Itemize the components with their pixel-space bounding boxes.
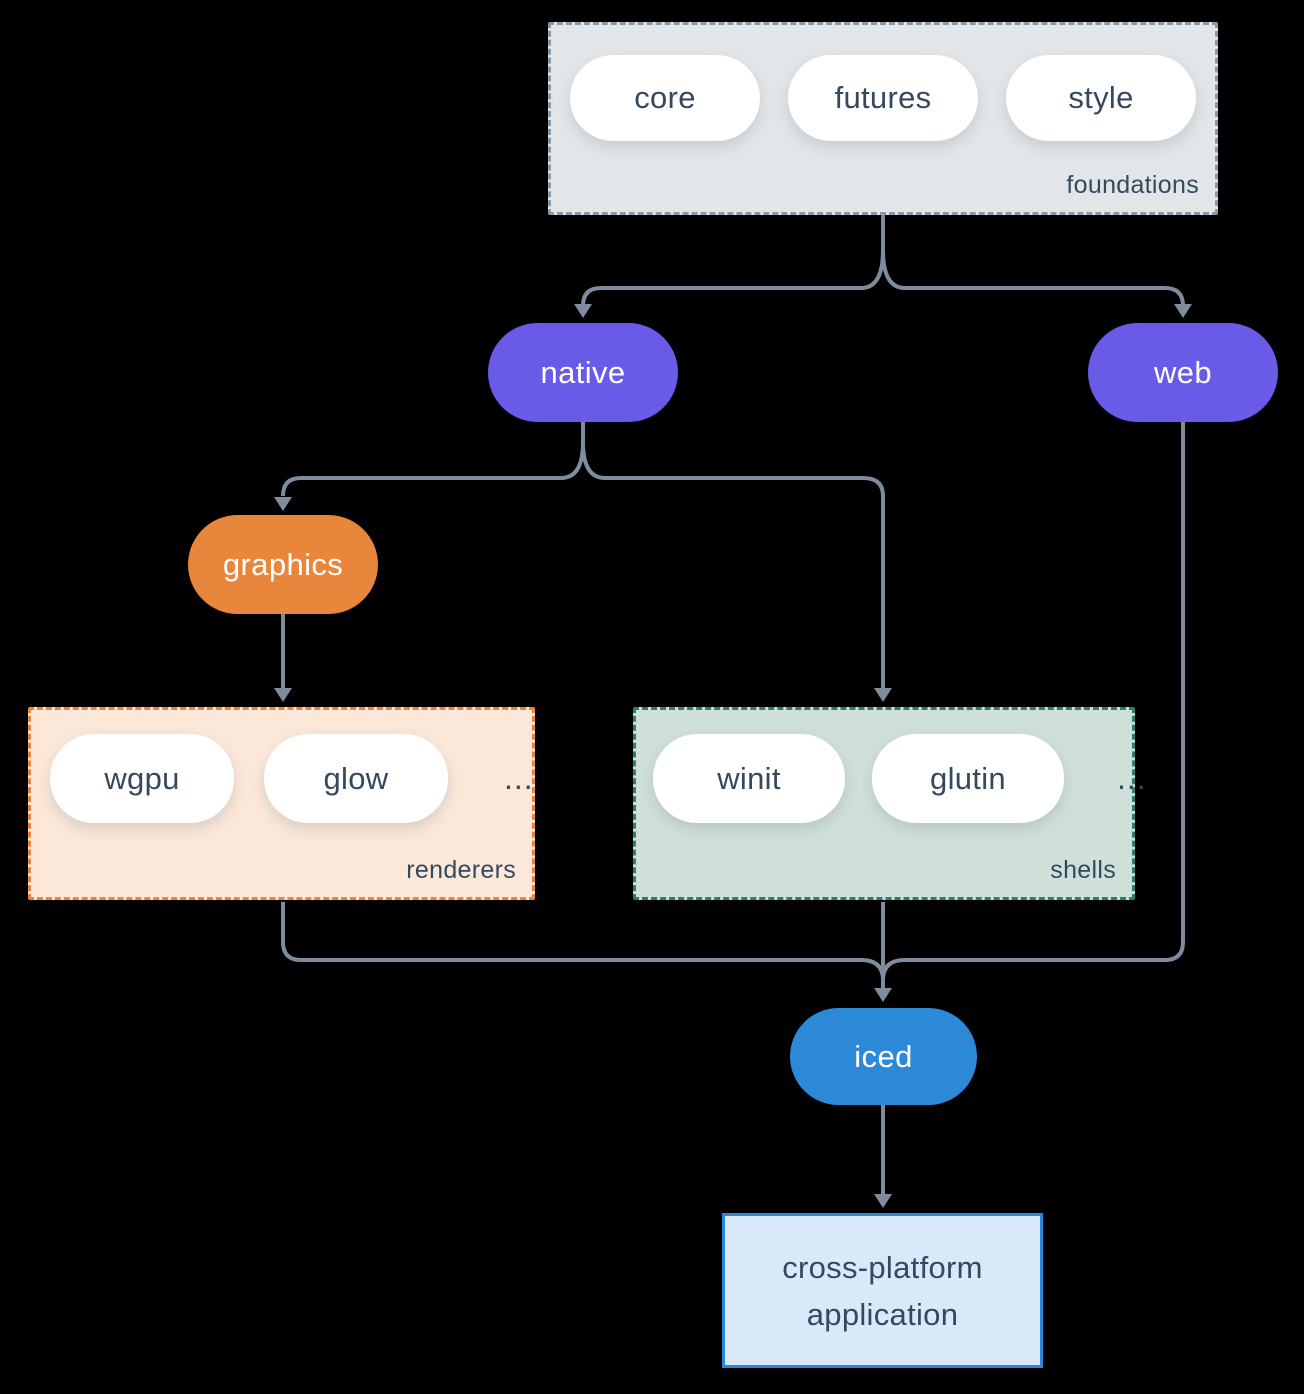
app-label-line2: application — [806, 1296, 959, 1332]
arrowhead-iced — [874, 988, 892, 1002]
pill-core: core — [570, 55, 760, 141]
node-web: web — [1088, 323, 1278, 422]
renderers-pill-row: wgpu glow ... — [50, 734, 534, 823]
arrowhead-graphics — [274, 497, 292, 511]
renderers-label: renderers — [406, 856, 516, 884]
edge-web-iced — [881, 422, 1185, 981]
shells-pill-row: winit glutin ... — [653, 734, 1147, 823]
node-cross-platform-application: cross-platform application — [722, 1213, 1043, 1368]
pill-style: style — [1006, 55, 1196, 141]
group-foundations: core futures style foundations — [548, 22, 1218, 215]
edge-foundations-native — [581, 249, 885, 307]
arrowhead-app — [874, 1194, 892, 1208]
node-iced: iced — [790, 1008, 977, 1105]
foundations-pill-row: core futures style — [570, 55, 1196, 141]
node-native: native — [488, 323, 678, 422]
pill-wgpu: wgpu — [50, 734, 234, 823]
pill-glow: glow — [264, 734, 448, 823]
arrowhead-shells — [874, 688, 892, 702]
group-shells: winit glutin ... shells — [633, 707, 1146, 900]
foundations-label: foundations — [1066, 171, 1199, 199]
shells-ellipsis: ... — [1117, 760, 1147, 796]
edge-native-graphics — [281, 441, 585, 497]
shells-label: shells — [1050, 856, 1116, 884]
group-renderers: wgpu glow ... renderers — [28, 707, 535, 900]
arrowhead-web — [1174, 304, 1192, 318]
pill-glutin: glutin — [872, 734, 1064, 823]
app-label-line1: cross-platform — [782, 1249, 983, 1285]
renderers-ellipsis: ... — [504, 760, 534, 796]
edge-native-shells — [581, 441, 885, 688]
arrowhead-native — [574, 304, 592, 318]
pill-futures: futures — [788, 55, 978, 141]
node-graphics: graphics — [188, 515, 378, 614]
edge-foundations-web — [881, 249, 1185, 307]
edge-renderers-iced — [281, 902, 885, 981]
arrowhead-renderers — [274, 688, 292, 702]
pill-winit: winit — [653, 734, 845, 823]
